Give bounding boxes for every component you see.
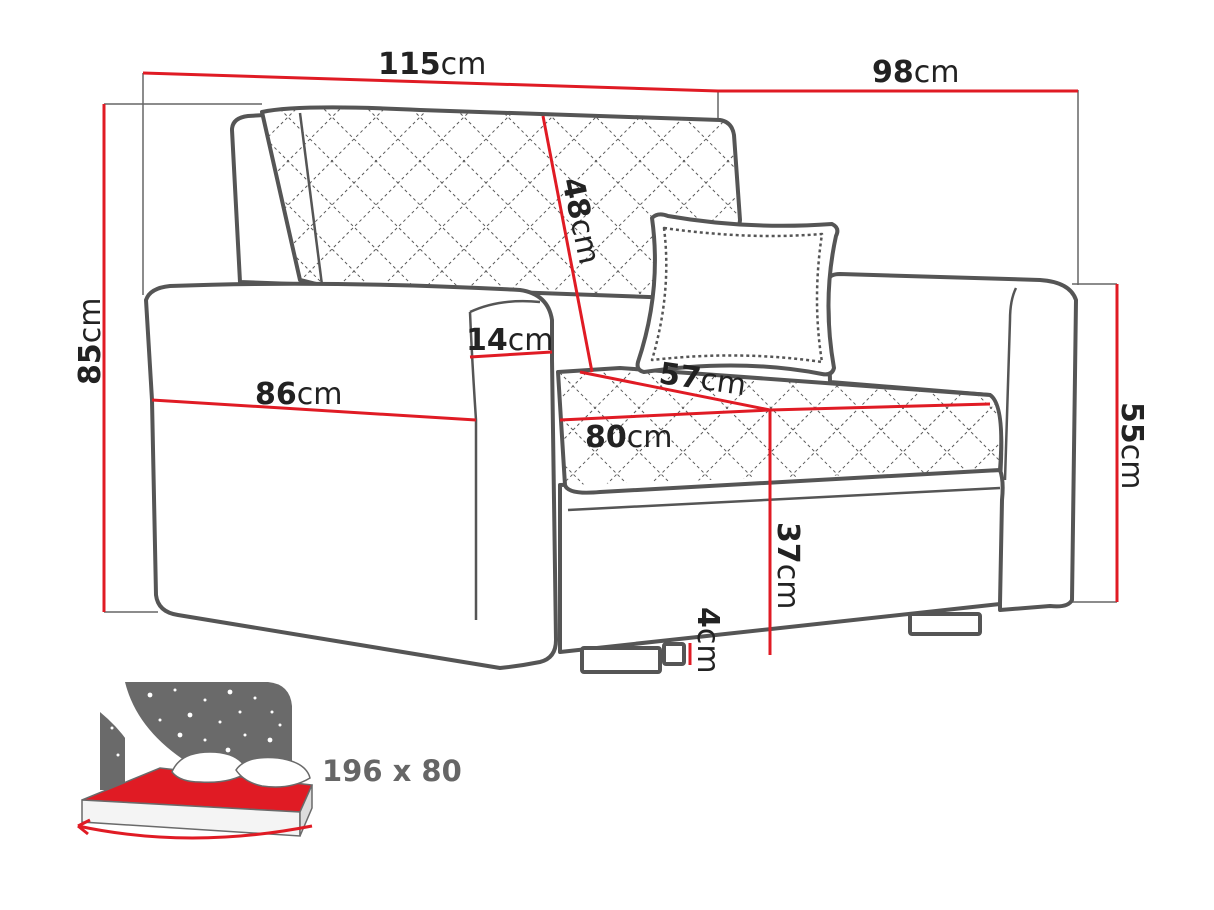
label-armrest-height: 55cm <box>1114 402 1149 489</box>
star-icon <box>147 692 153 698</box>
star-icon <box>278 723 282 727</box>
star-icon <box>110 726 114 730</box>
star-icon <box>173 688 177 692</box>
sleeping-area-label: 196 x 80 <box>322 754 462 788</box>
star-icon <box>270 710 274 714</box>
star-icon <box>129 767 135 773</box>
star-icon <box>238 710 242 714</box>
front-leg-right <box>908 612 982 636</box>
label-seat-height: 37cm <box>770 522 805 609</box>
backrest-cushion <box>260 105 742 302</box>
label-depth-total: 98cm <box>872 55 959 90</box>
star-icon <box>267 737 273 743</box>
throw-pillow <box>635 212 840 377</box>
label-leg-height: 4cm <box>690 607 725 674</box>
star-icon <box>116 753 120 757</box>
front-leg-middle <box>662 642 686 666</box>
label-width-total: 115cm <box>378 47 486 82</box>
extension-lines <box>104 73 1117 613</box>
dim-line-armrest-width <box>469 350 553 359</box>
star-icon <box>253 696 257 700</box>
bed-night-icon <box>77 682 314 840</box>
left-armrest <box>144 281 558 670</box>
dim-line-armrest-depth <box>151 398 477 422</box>
dimension-labels: 115cm 98cm 85cm 55cm 48cm 14cm 86cm 57cm… <box>73 47 1149 674</box>
label-armrest-width: 14cm <box>466 323 553 358</box>
dim-line-seat-depth <box>579 370 771 412</box>
dimension-lines <box>102 71 1119 665</box>
dim-line-width <box>142 71 719 93</box>
seat-cushion <box>556 366 1004 495</box>
label-seat-width: 80cm <box>585 420 672 455</box>
label-seat-depth: 57cm <box>657 356 748 403</box>
star-icon <box>243 733 247 737</box>
label-armrest-depth: 86cm <box>255 377 342 412</box>
star-icon <box>187 712 193 718</box>
star-icon <box>227 689 233 695</box>
star-icon <box>158 718 162 722</box>
star-icon <box>218 720 222 724</box>
dim-line-backrest <box>541 115 594 373</box>
star-icon <box>225 747 231 753</box>
label-height-total: 85cm <box>73 298 108 385</box>
dim-line-seat-width-ext <box>769 402 991 412</box>
front-leg-left <box>580 646 662 674</box>
star-icon <box>203 738 207 742</box>
star-icon <box>203 698 207 702</box>
star-icon <box>177 732 183 738</box>
dim-line-seat-width <box>559 408 771 422</box>
sofa-drawing <box>144 105 1078 674</box>
label-backrest-height: 48cm <box>554 174 606 267</box>
